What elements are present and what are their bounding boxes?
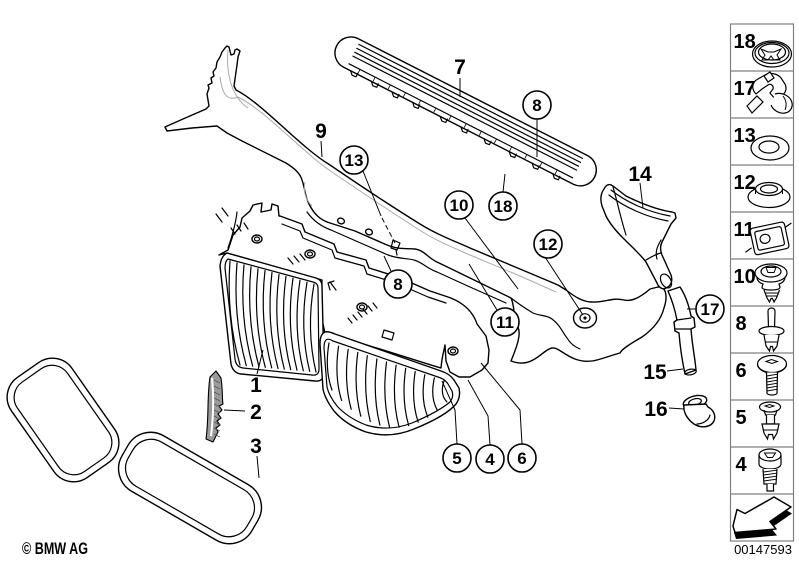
svg-text:11: 11 bbox=[496, 313, 514, 332]
svg-text:15: 15 bbox=[643, 361, 667, 384]
svg-text:16: 16 bbox=[644, 398, 667, 421]
svg-text:4: 4 bbox=[485, 450, 495, 469]
svg-text:11: 11 bbox=[734, 219, 755, 241]
svg-text:14: 14 bbox=[628, 163, 652, 186]
svg-text:9: 9 bbox=[315, 120, 327, 143]
svg-text:6: 6 bbox=[517, 449, 526, 468]
svg-text:12: 12 bbox=[539, 235, 558, 254]
svg-text:5: 5 bbox=[452, 449, 461, 468]
svg-text:7: 7 bbox=[454, 56, 466, 79]
svg-text:13: 13 bbox=[345, 151, 364, 170]
svg-text:18: 18 bbox=[494, 197, 513, 216]
svg-text:1: 1 bbox=[250, 374, 262, 397]
svg-text:4: 4 bbox=[736, 454, 748, 476]
svg-text:8: 8 bbox=[736, 313, 747, 335]
svg-text:3: 3 bbox=[250, 435, 262, 458]
svg-text:8: 8 bbox=[532, 96, 541, 115]
svg-text:10: 10 bbox=[450, 196, 469, 215]
svg-text:10: 10 bbox=[734, 266, 756, 288]
svg-text:12: 12 bbox=[734, 172, 756, 194]
svg-text:17: 17 bbox=[701, 300, 720, 319]
svg-text:17: 17 bbox=[734, 78, 756, 100]
svg-text:2: 2 bbox=[250, 401, 262, 424]
svg-text:8: 8 bbox=[393, 275, 402, 294]
svg-text:© BMW AG: © BMW AG bbox=[22, 539, 88, 558]
svg-text:18: 18 bbox=[734, 31, 756, 53]
svg-text:13: 13 bbox=[734, 125, 756, 147]
svg-text:6: 6 bbox=[736, 360, 747, 382]
svg-text:00147593: 00147593 bbox=[734, 542, 792, 557]
svg-text:5: 5 bbox=[736, 407, 747, 429]
